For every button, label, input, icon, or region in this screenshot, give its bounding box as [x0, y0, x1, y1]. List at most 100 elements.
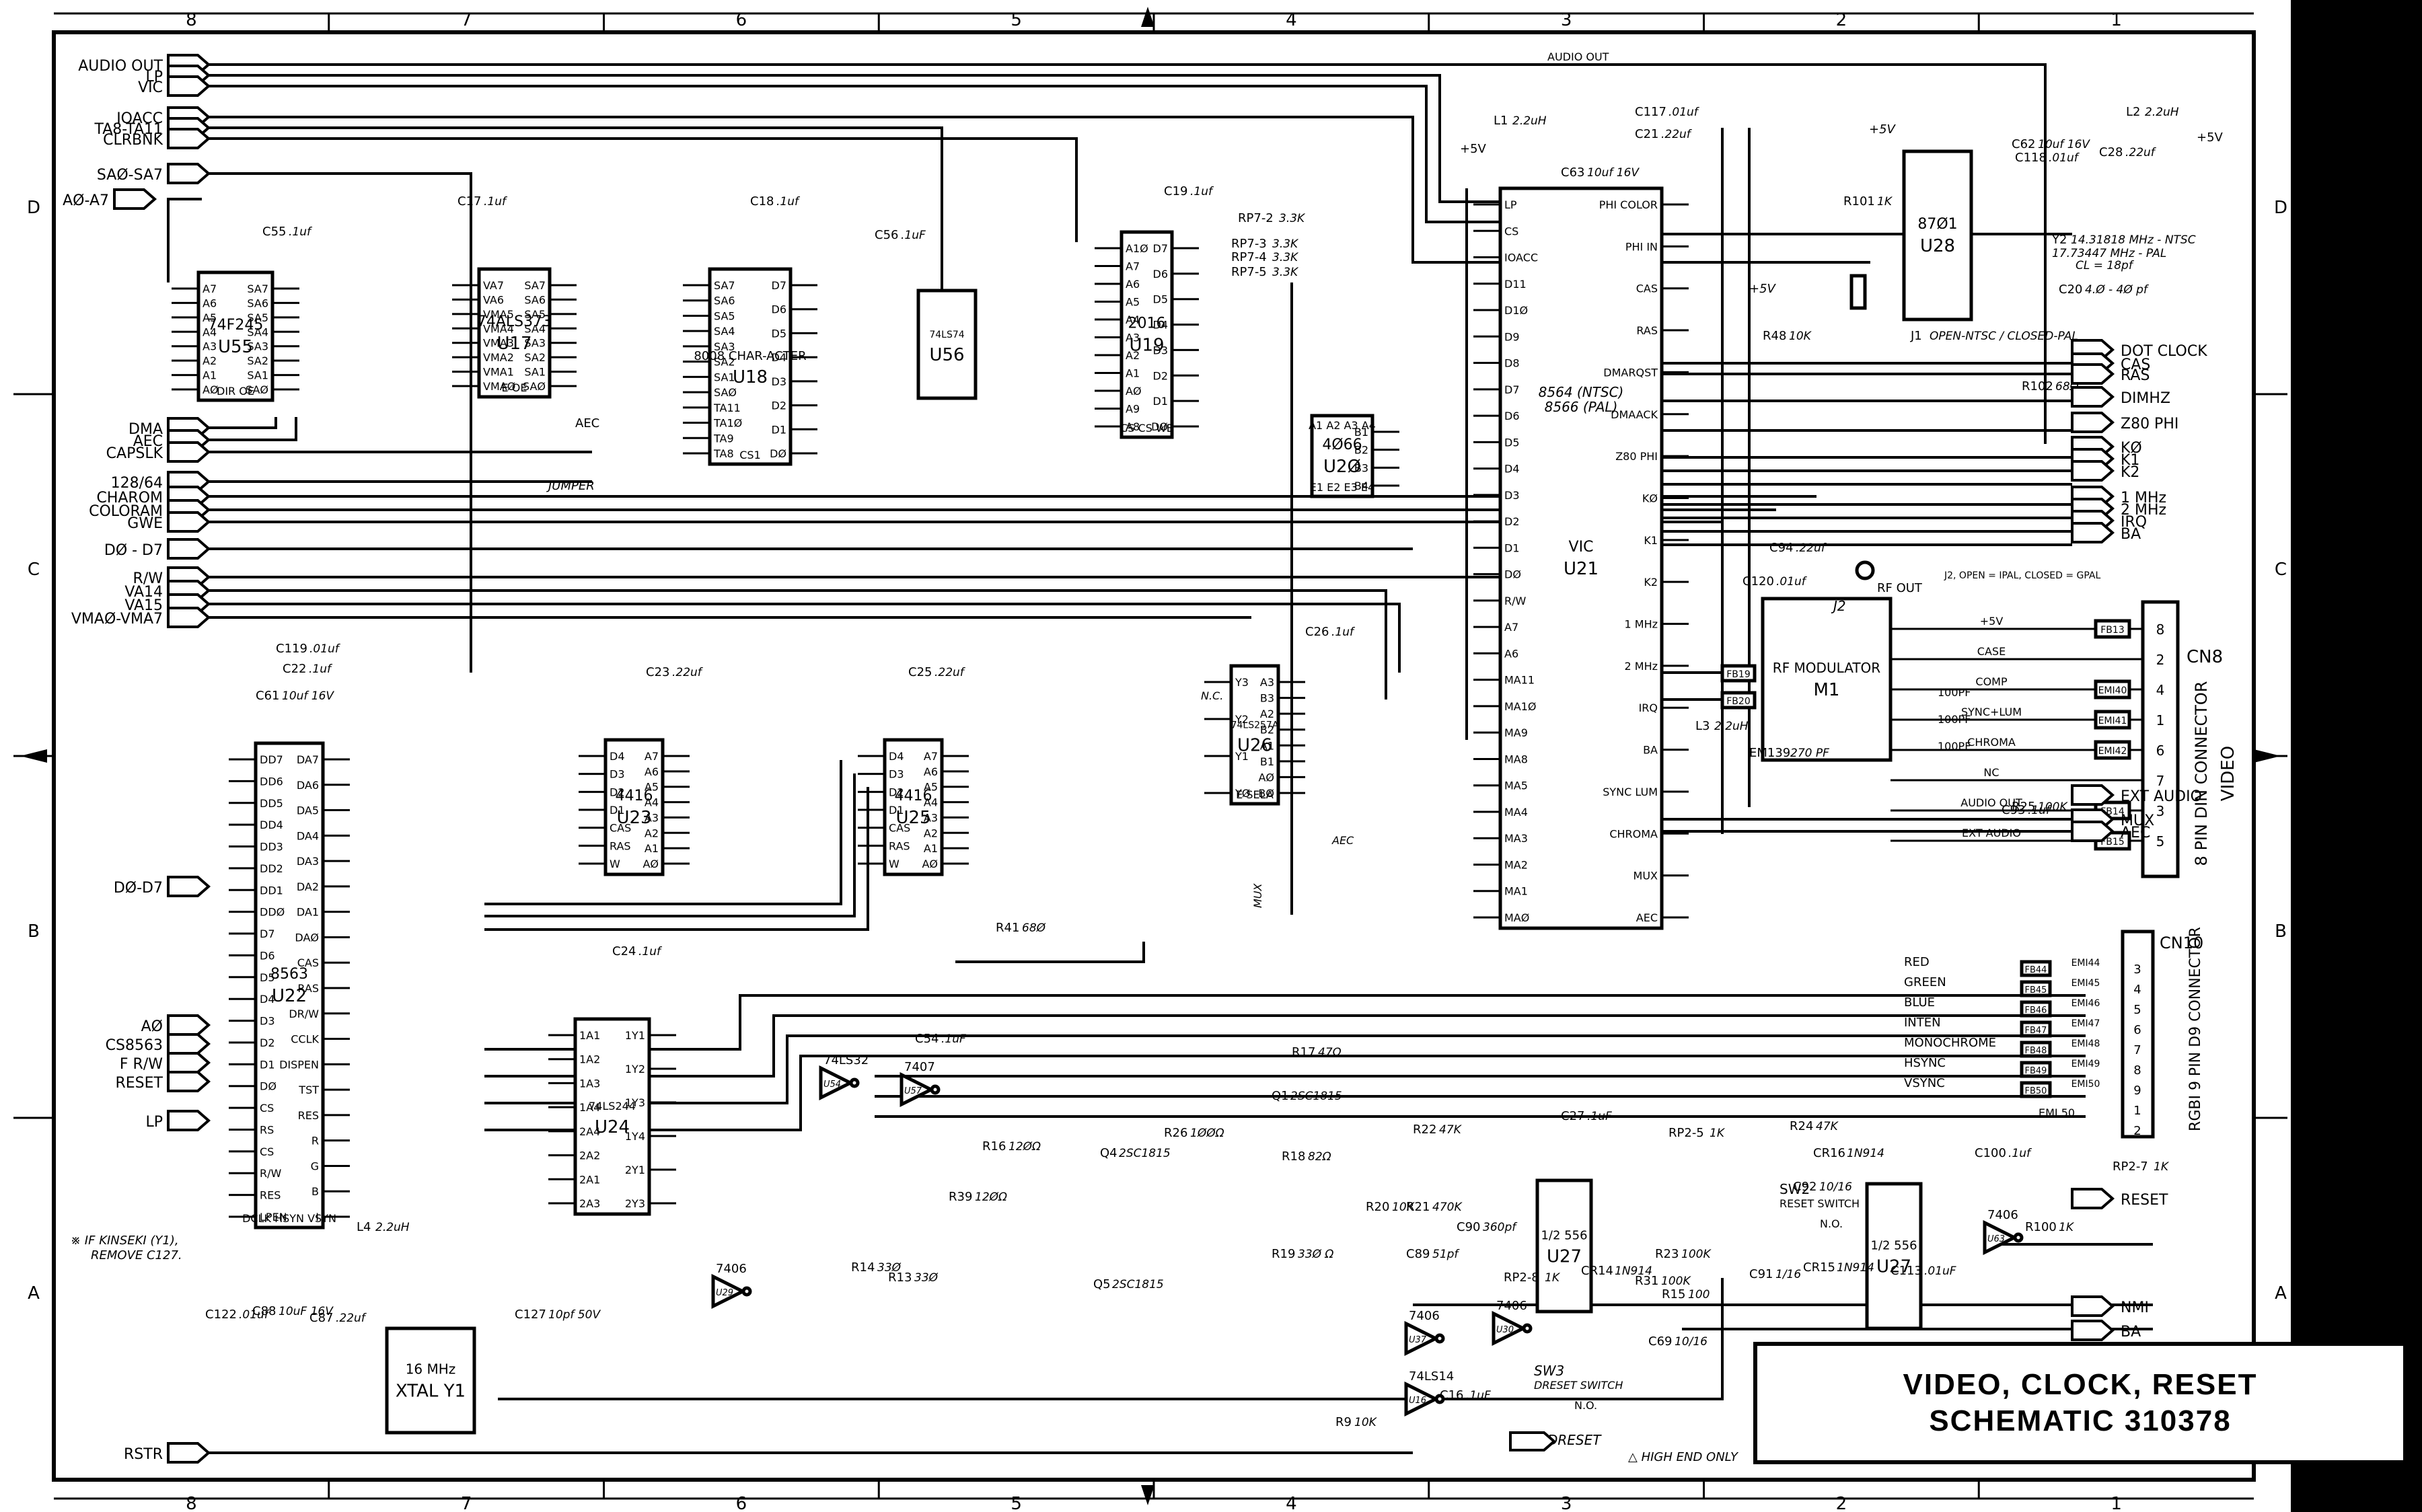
gate-reference: U37 — [1409, 1335, 1427, 1345]
component-value: .1uf — [309, 663, 333, 676]
component-ref: L4 — [357, 1220, 371, 1234]
component-value: 10uF 16V — [279, 1305, 334, 1318]
input-connector-label: CAPSLK — [106, 445, 163, 462]
input-connector-label: VA14 — [124, 584, 163, 601]
chip-pin-label: D5 — [1153, 293, 1169, 306]
component-ref: C100 — [1975, 1146, 2006, 1160]
gate-part-number: 7406 — [1987, 1208, 2018, 1222]
component-ref: R15 — [1662, 1287, 1685, 1301]
input-connector-flag — [167, 163, 211, 184]
output-connector-flag — [2071, 1188, 2115, 1209]
chip-pin-label: CS — [260, 1102, 274, 1114]
power-label: +5V — [1460, 142, 1487, 156]
component-ref: Q1 — [1272, 1089, 1289, 1103]
component-value: 2.2uH — [1714, 720, 1749, 733]
ferrite-bead-label: EMI40 — [2098, 685, 2127, 696]
dreset-output-flag — [1509, 1431, 1557, 1451]
chip-u55 — [196, 270, 274, 402]
input-connector-flag — [167, 876, 211, 897]
chip-pin-label: W — [889, 858, 900, 870]
chip-pin-label: A2 — [645, 827, 659, 839]
input-connector-flag — [167, 607, 211, 628]
chip-part-number: 74ALS373 — [477, 313, 552, 330]
component-ref: RP2-8 — [1504, 1271, 1539, 1285]
power-label: +5V — [2197, 130, 2224, 145]
input-connector-label: VMAØ-VMA7 — [71, 611, 163, 628]
component-ref: C62 — [2012, 137, 2035, 151]
center-arrow-top — [1141, 7, 1154, 27]
cn10-pin-number: 9 — [2133, 1084, 2141, 1098]
chip-pin-label: VMAØ — [483, 380, 515, 393]
chip-pin-label: A4 — [924, 796, 938, 809]
input-connector-label: TA8-TA11 — [94, 121, 163, 138]
emi-label: EMI49 — [2071, 1059, 2100, 1069]
chip-pin-label: TA11 — [713, 402, 741, 414]
chip-pin-label: CS — [1504, 225, 1518, 237]
chip-pin-label: Y2 — [1235, 713, 1249, 726]
grid-row-label: A — [28, 1283, 40, 1303]
chip-pin-label: SA1 — [524, 366, 546, 379]
cn8-pin-number: 1 — [2156, 712, 2165, 728]
input-connector-label: AØ — [141, 1018, 163, 1035]
input-connector-label: COLORAM — [89, 503, 163, 520]
cn8-net-label: NC — [1983, 766, 1999, 779]
component-ref: R13 — [888, 1271, 912, 1285]
input-connector-label: R/W — [133, 570, 163, 587]
input-connector-label: AEC — [133, 433, 163, 450]
chip-pin-label: B3 — [1260, 692, 1274, 705]
switch-state: N.O. — [1574, 1399, 1597, 1412]
chip-pin-label: A4 — [203, 326, 217, 338]
chip-pin-label: DA1 — [297, 906, 319, 919]
output-connector-label: NMI — [2121, 1299, 2149, 1316]
chip-pin-label: A4 — [645, 796, 659, 809]
ferrite-bead-label: FB44 — [2025, 965, 2047, 975]
grid-column-label: 5 — [1011, 1494, 1022, 1512]
chip-pin-label: MAØ — [1504, 911, 1529, 924]
cn10-pin-number: 8 — [2133, 1063, 2141, 1078]
cn8-net-label: CHROMA — [1967, 736, 2016, 749]
output-connector-flag — [2071, 1320, 2115, 1341]
output-connector-label: RESET — [2121, 1192, 2168, 1209]
component-ref: C27 — [1561, 1109, 1584, 1123]
chip-pin-label: SA2 — [714, 356, 735, 369]
ferrite-bead — [2020, 1000, 2052, 1018]
gate-inversion-bubble — [1434, 1333, 1445, 1344]
chip-pin-label: VMA5 — [483, 308, 514, 321]
component-value: 3.3K — [1272, 266, 1299, 279]
chip-pin-label: B2 — [1260, 724, 1274, 736]
component-value: .01uf — [1776, 575, 1808, 589]
chip-pin-label: DR/W — [289, 1008, 319, 1020]
component-value: OPEN-NTSC / CLOSED-PAL — [1930, 330, 2078, 343]
component-value: .22uf — [1661, 128, 1693, 141]
chip-pin-label: SA6 — [524, 293, 546, 306]
chip-part-number: 1/2 556 — [1541, 1229, 1587, 1243]
ferrite-bead — [2094, 740, 2131, 760]
gate-reference: U57 — [904, 1086, 922, 1096]
chip-pin-label: DA7 — [297, 753, 319, 766]
component-ref: RP7-2 — [1238, 211, 1274, 225]
component-ref: R25 — [2012, 800, 2035, 814]
chip-pin-label: K2 — [1644, 576, 1658, 589]
chip-pin-label: LPEN — [260, 1211, 287, 1223]
component-ref: CR16 — [1813, 1146, 1845, 1160]
chip-pin-label: A6 — [203, 297, 217, 309]
component-value: 2.2uH — [1512, 114, 1547, 128]
component-ref: C87 — [309, 1311, 333, 1325]
footnote-kinseki-1: ※ IF KINSEKI (Y1), — [71, 1234, 179, 1248]
component-ref: C89 — [1406, 1247, 1430, 1261]
component-value: .22uf — [672, 666, 704, 679]
vic-variant-ntsc: 8564 (NTSC) — [1539, 384, 1624, 400]
chip-pin-label: D4 — [610, 750, 625, 763]
ferrite-bead-label: FB19 — [1726, 669, 1750, 680]
output-connector-flag — [2071, 1295, 2115, 1317]
cn10-pin-number: 3 — [2133, 962, 2141, 977]
component-value: .1uf — [638, 945, 663, 958]
chip-pin-label: D6 — [1153, 268, 1169, 280]
chip-pin-label: A2 — [1126, 349, 1140, 362]
grid-row-label: A — [2275, 1283, 2287, 1303]
chip-pin-label: SA3 — [714, 340, 735, 353]
chip-pin-label: B1 — [1260, 755, 1274, 768]
chip-pin-label: D7 — [1504, 383, 1520, 396]
chip-reference: U18 — [733, 367, 768, 387]
emi-label: EMI46 — [2071, 998, 2100, 1009]
